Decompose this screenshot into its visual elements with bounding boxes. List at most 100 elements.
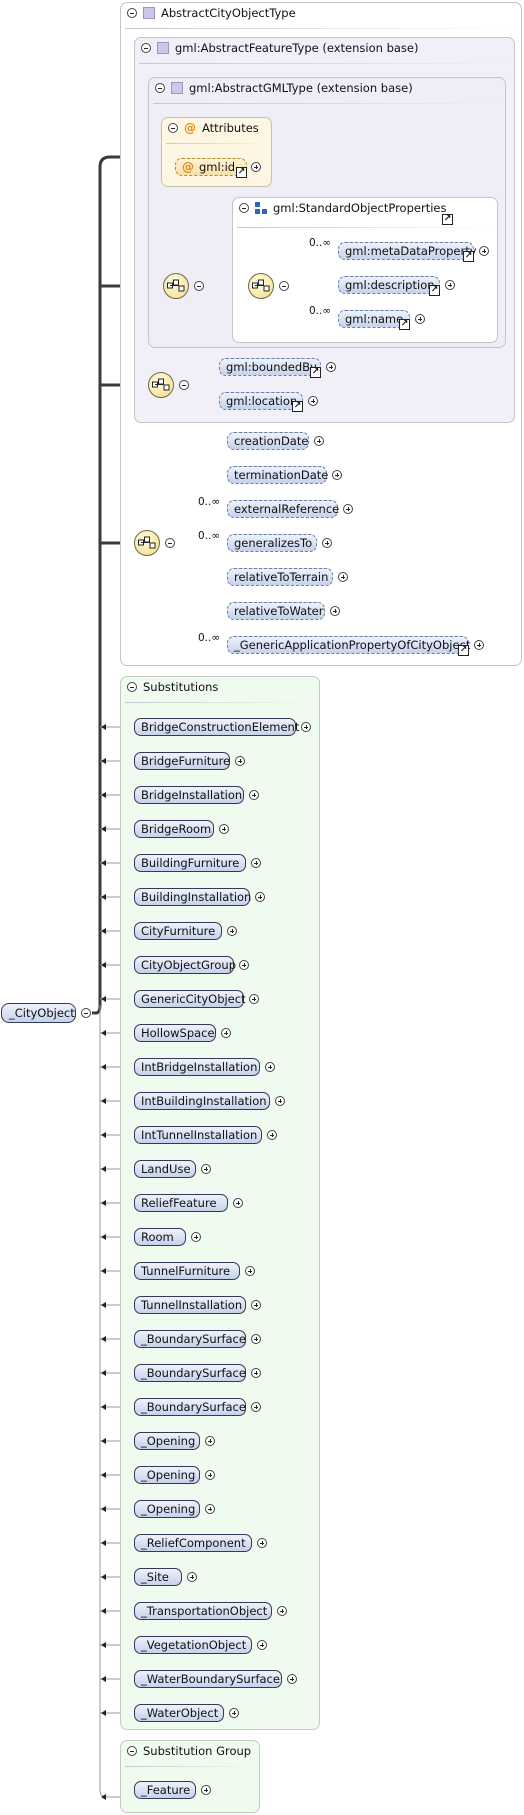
substitution-element[interactable]: _BoundarySurface xyxy=(134,1398,261,1416)
substitution-element[interactable]: _WaterObject xyxy=(134,1704,239,1722)
expand-icon[interactable] xyxy=(205,1470,215,1480)
collapse-icon[interactable] xyxy=(168,123,178,133)
substitution-element[interactable]: BridgeInstallation xyxy=(134,786,259,804)
expand-icon[interactable] xyxy=(314,436,324,446)
expand-icon[interactable] xyxy=(277,1606,287,1616)
collapse-icon[interactable] xyxy=(155,83,165,93)
compositor-collapse-icon[interactable] xyxy=(179,380,189,390)
substitution-element[interactable]: IntTunnelInstallation xyxy=(134,1126,277,1144)
substitution-element[interactable]: _BoundarySurface xyxy=(134,1364,261,1382)
expand-icon[interactable] xyxy=(251,162,261,172)
substitution-element[interactable]: _BoundarySurface xyxy=(134,1330,261,1348)
element-creationdate[interactable]: creationDate xyxy=(227,432,324,450)
element-gml-description[interactable]: gml:description ↗ xyxy=(338,276,455,296)
substitution-element[interactable]: TunnelInstallation xyxy=(134,1296,261,1314)
element-relativetoterrain[interactable]: relativeToTerrain xyxy=(227,568,348,586)
expand-icon[interactable] xyxy=(287,1674,297,1684)
expand-icon[interactable] xyxy=(338,572,348,582)
substitution-element[interactable]: _Opening xyxy=(134,1466,215,1484)
expand-icon[interactable] xyxy=(257,1640,267,1650)
expand-icon[interactable] xyxy=(251,1368,261,1378)
expand-icon[interactable] xyxy=(251,1402,261,1412)
expand-icon[interactable] xyxy=(219,824,229,834)
substitution-element[interactable]: _Site xyxy=(134,1568,197,1586)
compositor-collapse-icon[interactable] xyxy=(165,538,175,548)
expand-icon[interactable] xyxy=(249,994,259,1004)
expand-icon[interactable] xyxy=(275,1096,285,1106)
expand-icon[interactable] xyxy=(191,1232,201,1242)
expand-icon[interactable] xyxy=(251,1334,261,1344)
expand-icon[interactable] xyxy=(255,892,265,902)
expand-icon[interactable] xyxy=(308,396,318,406)
substitution-element[interactable]: BridgeFurniture xyxy=(134,752,245,770)
root-element-city-object[interactable]: _CityObject xyxy=(1,1003,76,1023)
expand-icon[interactable] xyxy=(205,1436,215,1446)
substitution-element[interactable]: _ReliefComponent xyxy=(134,1534,267,1552)
substitution-element[interactable]: HollowSpace xyxy=(134,1024,231,1042)
expand-icon[interactable] xyxy=(251,1300,261,1310)
compositor-collapse-icon[interactable] xyxy=(279,281,289,291)
expand-icon[interactable] xyxy=(330,606,340,616)
substitution-element[interactable]: _TransportationObject xyxy=(134,1602,287,1620)
root-collapse-icon[interactable] xyxy=(81,1008,91,1018)
sequence-compositor-icon[interactable] xyxy=(148,372,174,398)
element-gml-name[interactable]: gml:name ↗ xyxy=(338,310,425,330)
substitution-element[interactable]: LandUse xyxy=(134,1160,211,1178)
expand-icon[interactable] xyxy=(479,246,489,256)
substitution-element[interactable]: _WaterBoundarySurface xyxy=(134,1670,297,1688)
element-terminationdate[interactable]: terminationDate xyxy=(227,466,342,484)
collapse-icon[interactable] xyxy=(127,682,137,692)
substitution-element[interactable]: CityObjectGroup xyxy=(134,956,249,974)
substitution-element[interactable]: _VegetationObject xyxy=(134,1636,267,1654)
substitution-element[interactable]: ReliefFeature xyxy=(134,1194,243,1212)
expand-icon[interactable] xyxy=(249,790,259,800)
expand-icon[interactable] xyxy=(205,1504,215,1514)
substitution-element[interactable]: CityFurniture xyxy=(134,922,237,940)
substitution-element[interactable]: _Opening xyxy=(134,1432,215,1450)
expand-icon[interactable] xyxy=(265,1062,275,1072)
collapse-icon[interactable] xyxy=(141,43,151,53)
sequence-compositor-icon[interactable] xyxy=(134,530,160,556)
element-generalizesto[interactable]: generalizesTo xyxy=(227,534,332,552)
element-generic-application-property[interactable]: _GenericApplicationPropertyOfCityObject … xyxy=(227,636,484,656)
substitution-element[interactable]: IntBridgeInstallation xyxy=(134,1058,275,1076)
expand-icon[interactable] xyxy=(229,1708,239,1718)
substitution-element[interactable]: BridgeConstructionElement xyxy=(134,718,311,736)
expand-icon[interactable] xyxy=(445,280,455,290)
expand-icon[interactable] xyxy=(257,1538,267,1548)
element-gml-location[interactable]: gml:location ↗ xyxy=(219,392,318,412)
element-externalreference[interactable]: externalReference xyxy=(227,500,353,518)
substitution-element[interactable]: TunnelFurniture xyxy=(134,1262,255,1280)
substitution-element[interactable]: BuildingInstallation xyxy=(134,888,265,906)
collapse-icon[interactable] xyxy=(239,203,249,213)
expand-icon[interactable] xyxy=(267,1130,277,1140)
substitution-element[interactable]: BridgeRoom xyxy=(134,820,229,838)
expand-icon[interactable] xyxy=(187,1572,197,1582)
expand-icon[interactable] xyxy=(201,1164,211,1174)
expand-icon[interactable] xyxy=(343,504,353,514)
element-relativetowater[interactable]: relativeToWater xyxy=(227,602,340,620)
expand-icon[interactable] xyxy=(233,1198,243,1208)
expand-icon[interactable] xyxy=(235,756,245,766)
substitution-element[interactable]: BuildingFurniture xyxy=(134,854,261,872)
expand-icon[interactable] xyxy=(301,722,311,732)
substitution-element[interactable]: GenericCityObject xyxy=(134,990,259,1008)
collapse-icon[interactable] xyxy=(127,1746,137,1756)
expand-icon[interactable] xyxy=(332,470,342,480)
substitution-element[interactable]: _Opening xyxy=(134,1500,215,1518)
expand-icon[interactable] xyxy=(251,858,261,868)
sequence-compositor-icon[interactable] xyxy=(248,273,274,299)
expand-icon[interactable] xyxy=(245,1266,255,1276)
expand-icon[interactable] xyxy=(474,640,484,650)
expand-icon[interactable] xyxy=(201,1785,211,1795)
substitution-element[interactable]: Room xyxy=(134,1228,201,1246)
element-gml-metadataproperty[interactable]: gml:metaDataProperty ↗ xyxy=(338,242,489,262)
substitution-element[interactable]: IntBuildingInstallation xyxy=(134,1092,285,1110)
expand-icon[interactable] xyxy=(221,1028,231,1038)
expand-icon[interactable] xyxy=(326,362,336,372)
expand-icon[interactable] xyxy=(227,926,237,936)
attribute-gml-id[interactable]: @ gml:id ↗ xyxy=(175,158,261,178)
collapse-icon[interactable] xyxy=(127,8,137,18)
element-feature[interactable]: _Feature xyxy=(134,1781,211,1799)
element-gml-boundedby[interactable]: gml:boundedBy ↗ xyxy=(219,358,336,378)
